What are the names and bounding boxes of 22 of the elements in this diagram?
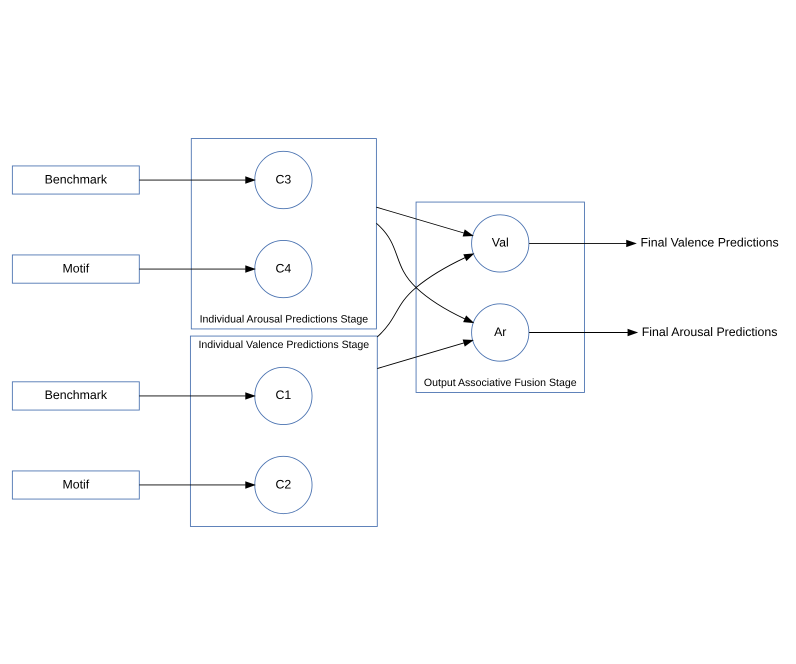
node-circle: C3 <box>254 150 312 209</box>
node-circle: C4 <box>254 239 312 298</box>
arrow <box>376 252 474 337</box>
arrow <box>138 176 256 184</box>
node-text: Final Arousal Predictions <box>642 324 778 338</box>
node-box: Benchmark <box>12 380 140 410</box>
node-box: Motif <box>12 254 140 284</box>
node-circle: Val <box>471 214 530 272</box>
arrow <box>138 480 256 488</box>
arrow <box>138 392 256 400</box>
node-box: Benchmark <box>12 164 140 194</box>
node-circle: Ar <box>471 302 530 362</box>
node-circle: C2 <box>254 455 312 514</box>
arrow <box>376 222 474 323</box>
arrow <box>376 338 474 368</box>
node-text: Final Valence Predictions <box>640 235 779 250</box>
arrow <box>138 264 256 272</box>
node-circle: C1 <box>254 366 312 425</box>
node-box: Motif <box>12 470 140 500</box>
arrow <box>376 206 474 236</box>
arrow <box>528 328 638 336</box>
arrow <box>528 239 637 247</box>
